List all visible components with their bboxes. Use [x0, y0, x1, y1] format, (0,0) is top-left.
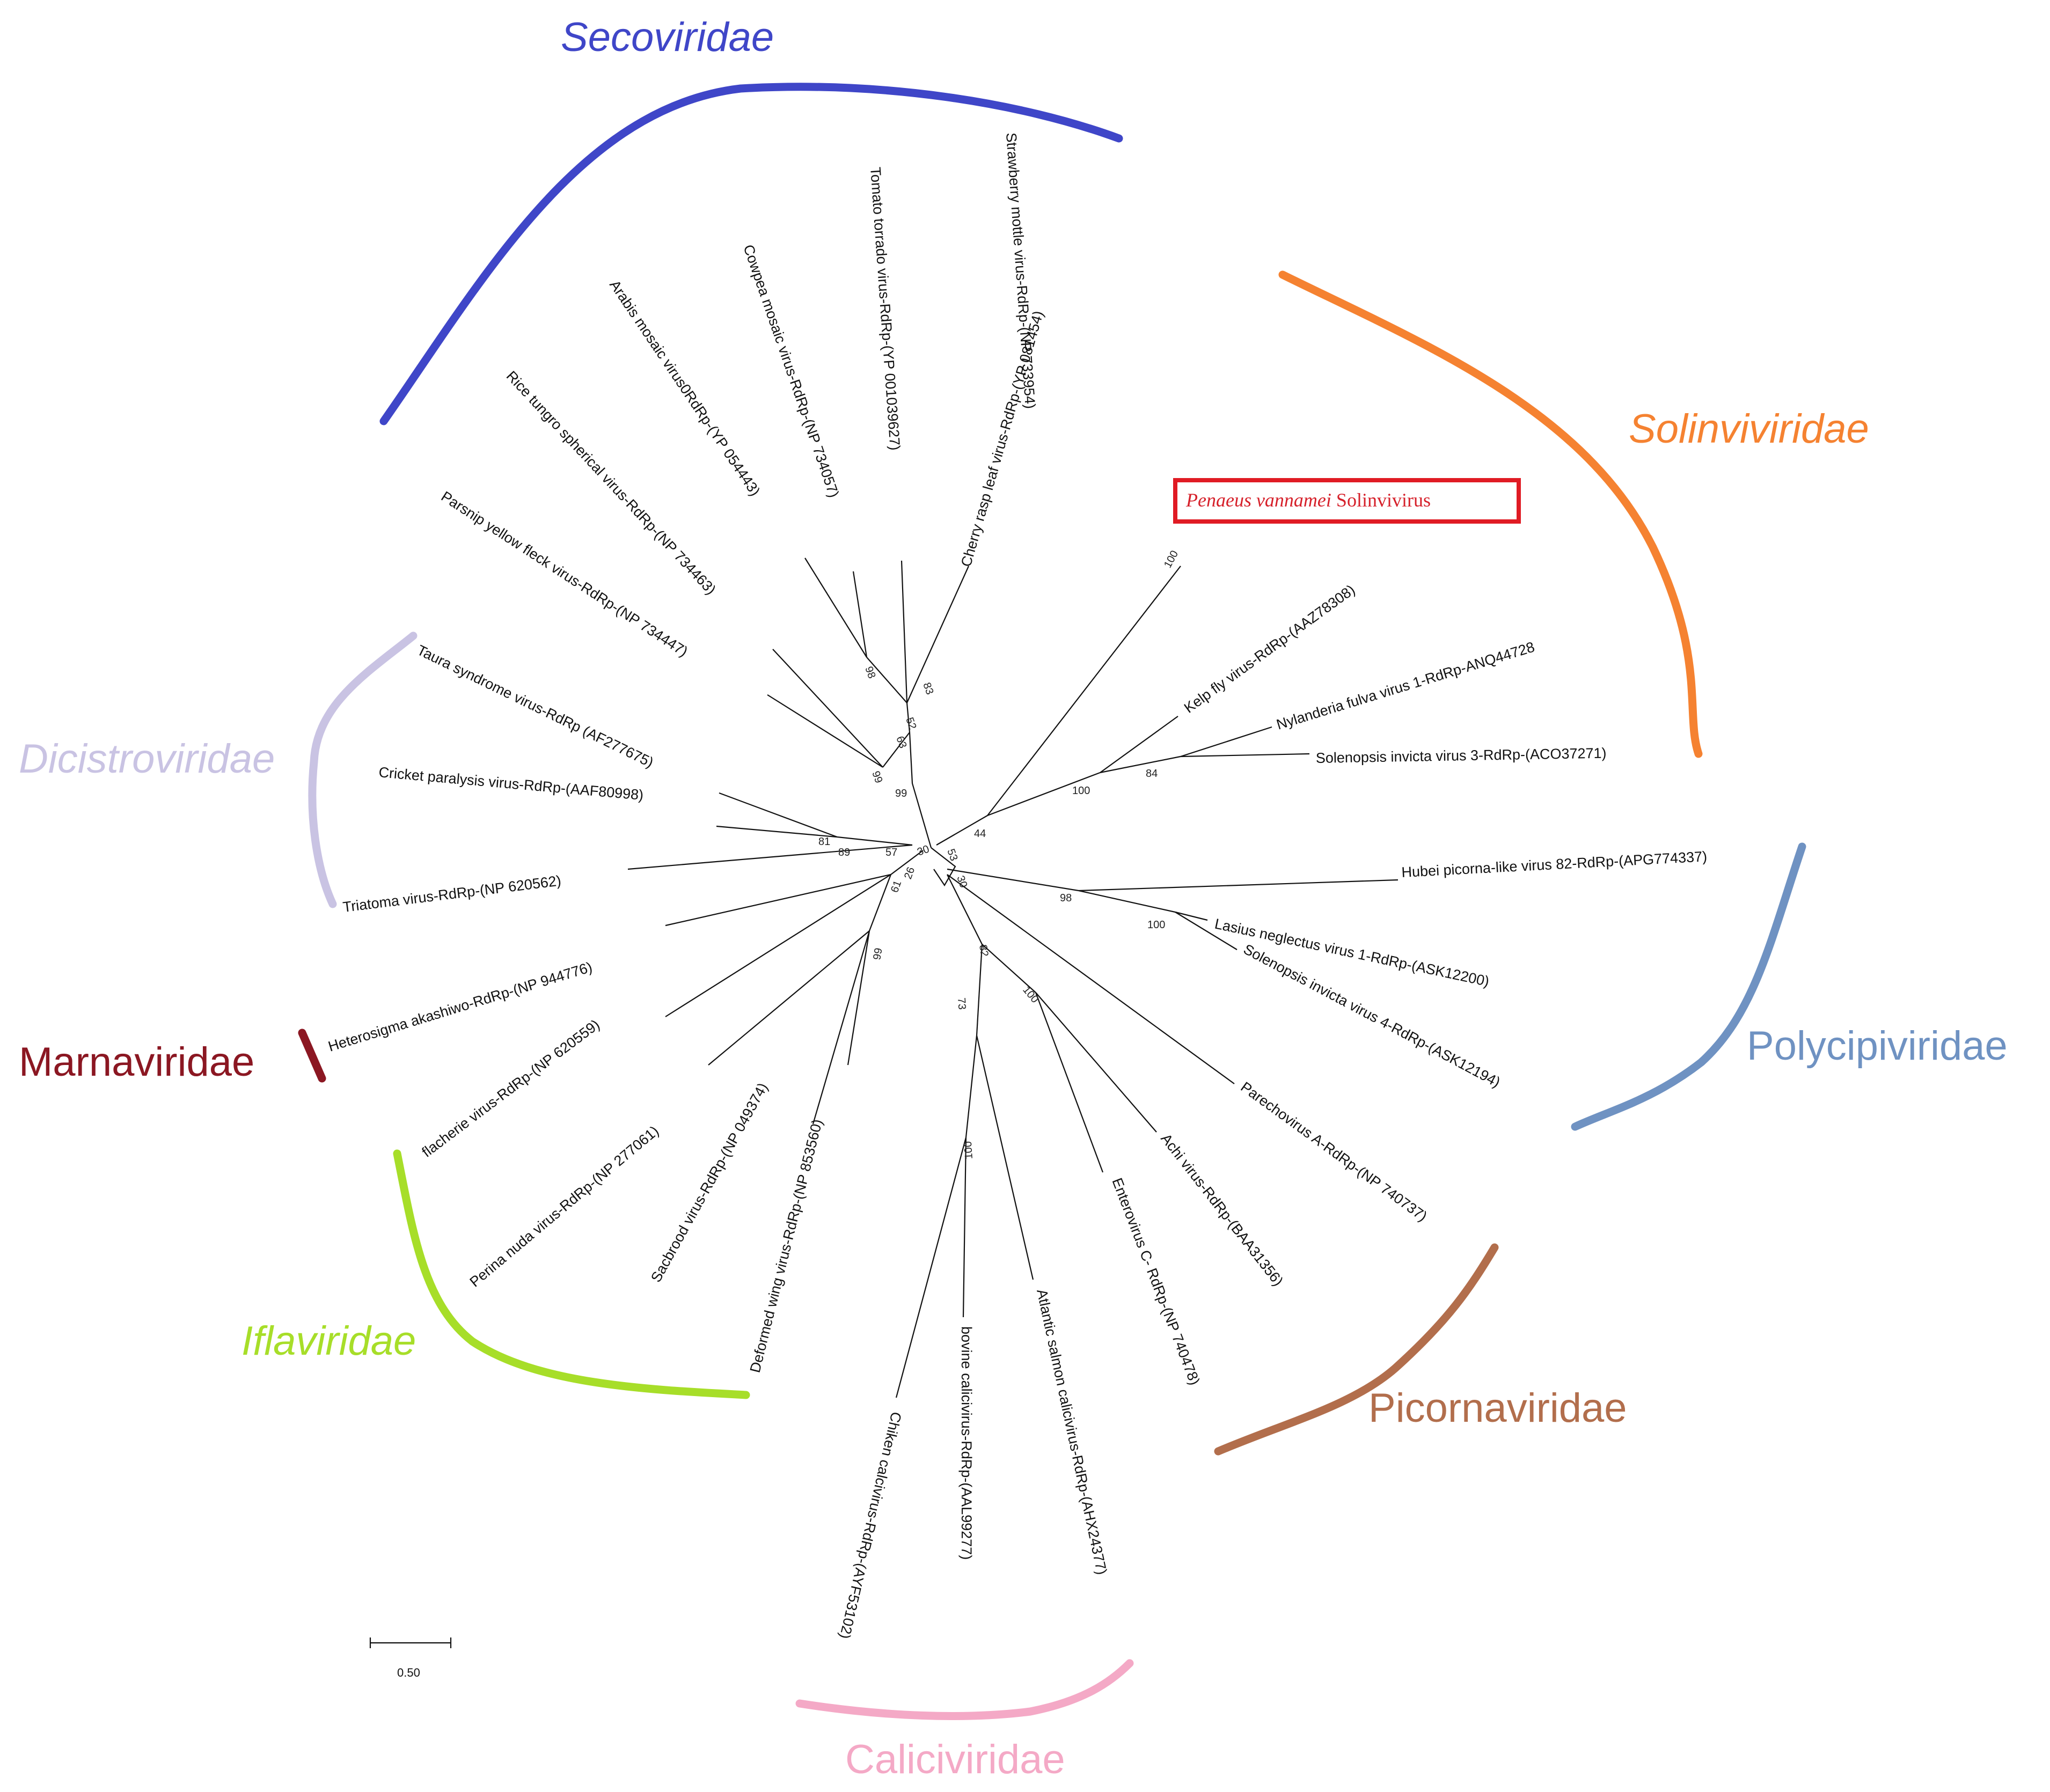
family-caliciviridae: Caliciviridae [845, 1737, 1065, 1782]
family-iflaviridae: Iflaviridae [241, 1318, 416, 1364]
picornaviridae-arc [1214, 1243, 1499, 1456]
polycipiviridae-arc [1571, 842, 1806, 1131]
leaf-nylanderia: Nylanderia fulva virus 1-RdRp-ANQ44728 [1275, 639, 1536, 733]
support-value: 84 [1146, 768, 1158, 780]
leaf-cowpea: Cowpea mosaic virus-RdRp-(NP 734057) [740, 243, 842, 500]
leaf-parechovirus: Parechovirus A-RdRp-(NP 740737) [1238, 1079, 1430, 1225]
support-value: 98 [1060, 892, 1072, 904]
family-labels: Secoviridae Solinviviridae Dicistrovirid… [19, 14, 2008, 1782]
iflaviridae-arc [393, 1149, 750, 1399]
leaf-atlantic: Atlantic salmon calicivirus-RdRp-(AHX243… [1034, 1288, 1110, 1576]
tree-branches [627, 557, 1399, 1398]
leaf-chiken: Chiken calcivirus-RdRp-(AYF53102) [837, 1411, 905, 1641]
support-value: 83 [920, 681, 935, 696]
scale-bar-label: 0.50 [397, 1666, 420, 1679]
support-value: 100 [1162, 549, 1181, 570]
leaf-perina: Perina nuda virus-RdRp-(NP 277061) [467, 1123, 662, 1290]
family-picornaviridae: Picornaviridae [1368, 1385, 1627, 1431]
leaf-bovine: bovine calicivirus-RdRp-(AAL99277) [958, 1326, 975, 1560]
scale-bar: 0.50 [369, 1637, 452, 1679]
family-dicistroviridae: Dicistroviridae [19, 736, 275, 782]
leaf-flacherie: flacherie virus-RdRp-(NP 620559) [419, 1016, 603, 1160]
support-value: 99 [869, 769, 884, 784]
leaf-tomato: Tomato torrado virus-RdRp-(YP 001039627) [867, 166, 903, 451]
leaf-arabis: Arabis mosaic virus0RdRp-(YP 054443) [606, 277, 763, 499]
solinviviridae-arc [1278, 270, 1703, 758]
highlight-label: Penaeus vannamei Solinvivirus [1185, 489, 1431, 511]
support-value: 73 [955, 997, 968, 1010]
leaf-achi: Achi virus-RdRp-(BAA31356) [1158, 1130, 1286, 1289]
support-value: 26 [902, 865, 917, 880]
support-value: 82 [977, 944, 991, 958]
support-value: 52 [903, 716, 918, 731]
support-value: 100 [962, 1141, 975, 1159]
leaf-enterovirus: Enterovirus C- RdRp-(NP 740478) [1109, 1176, 1203, 1387]
support-value: 81 [818, 836, 830, 848]
support-value: 100 [1072, 785, 1090, 797]
leaf-kelp: Kelp fly virus-RdRp-(AAZ78308) [1181, 582, 1358, 716]
highlight-taxon: Penaeus vannamei Solinvivirus [1173, 478, 1521, 524]
support-value: 44 [974, 828, 986, 840]
family-secoviridae: Secoviridae [561, 14, 774, 60]
leaf-cricket: Cricket paralysis virus-RdRp-(AAF80998) [378, 764, 644, 803]
leaf-deformed: Deformed wing virus-RdRp-(NP 853560) [747, 1118, 826, 1375]
family-marnaviridae: Marnaviridae [19, 1039, 254, 1085]
secoviridae-arc [379, 83, 1123, 425]
support-value: 99 [871, 947, 885, 961]
leaf-hubei: Hubei picorna-like virus 82-RdRp-(APG774… [1401, 848, 1708, 880]
support-values: 100 84 100 44 98 100 82 100 73 100 99 61… [818, 549, 1181, 1160]
leaf-heterosigma: Heterosigma akashiwo-RdRp-(NP 944776) [326, 959, 594, 1055]
leaf-taura: Taura syndrome virus-RdRp (AF277675) [414, 642, 656, 770]
dicistroviridae-arc [308, 631, 418, 908]
leaf-strawberry: Strawberry mottle virus-RdRp-(NP 733954) [1003, 132, 1038, 409]
marnaviridae-arc [298, 1029, 326, 1083]
support-value: 61 [889, 879, 904, 894]
highlight-box [1173, 478, 1521, 524]
leaf-parsnip: Parsnip yellow fleck virus-RdRp-(NP 7344… [438, 488, 691, 660]
caliciviridae-arc [795, 1659, 1134, 1720]
leaf-solinvicta3: Solenopsis invicta virus 3-RdRp-(ACO3727… [1316, 745, 1607, 766]
leaf-sacbrood: Sacbrood virus-RdRp-(NP 049374) [648, 1080, 771, 1285]
support-value: 89 [838, 847, 850, 858]
support-value: 57 [885, 847, 897, 858]
leaf-triatoma: Triatoma virus-RdRp-(NP 620562) [342, 872, 562, 915]
support-value: 30 [916, 843, 931, 858]
support-value: 30 [954, 874, 969, 889]
support-value: 100 [1147, 919, 1165, 931]
support-value: 100 [1020, 984, 1041, 1005]
family-polycipiviridae: Polycipiviridae [1747, 1023, 2008, 1069]
family-solinviviridae: Solinviviridae [1629, 406, 1869, 452]
support-value: 99 [895, 788, 907, 799]
